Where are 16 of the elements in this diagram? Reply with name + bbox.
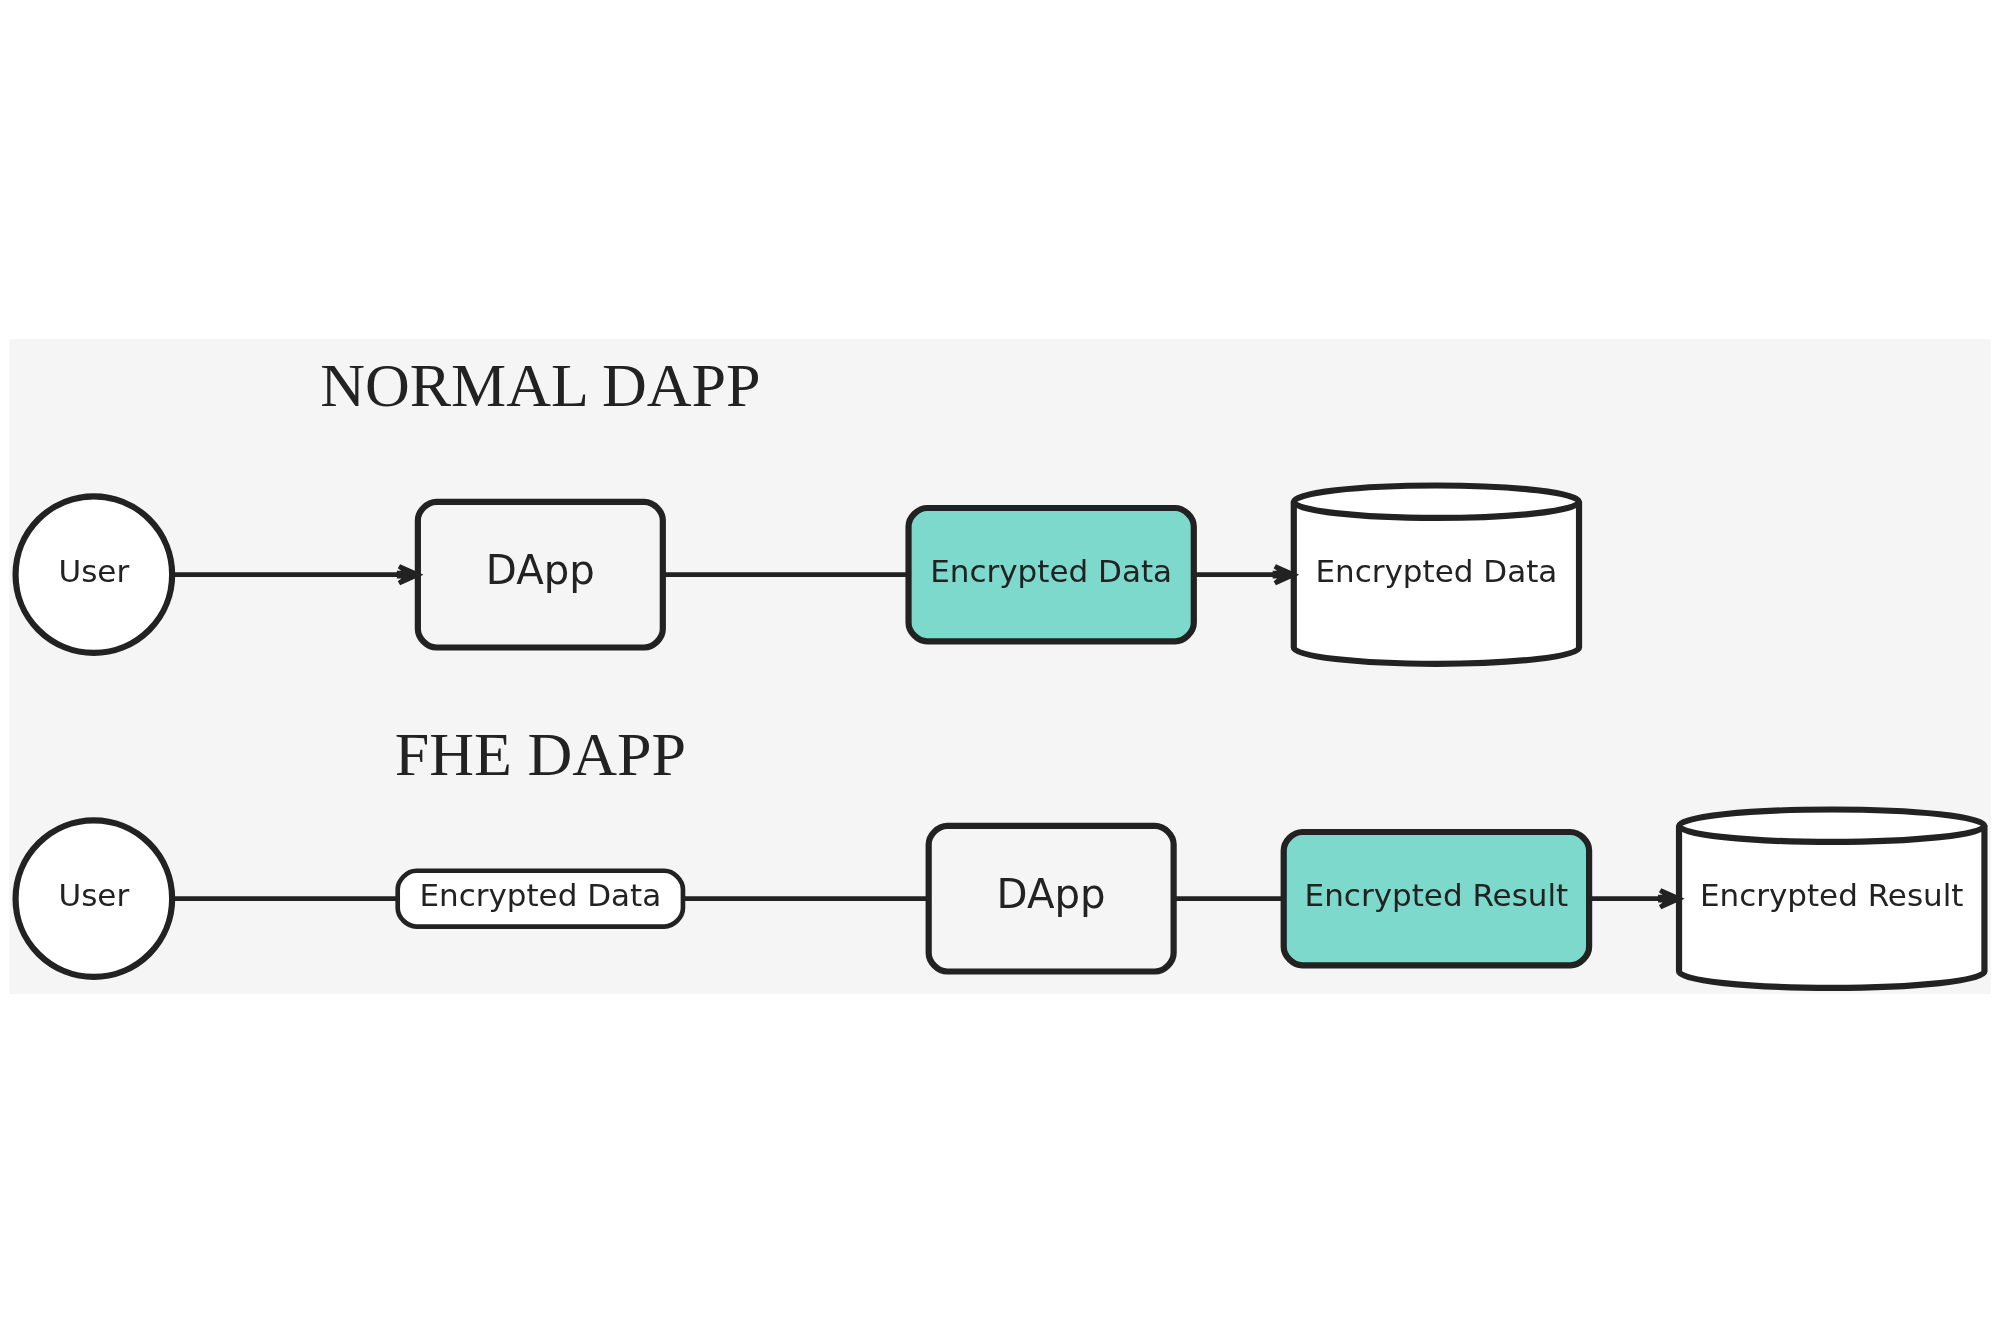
node-box: Encrypted Data bbox=[905, 504, 1197, 645]
node-box: DApp bbox=[925, 822, 1177, 975]
connector bbox=[172, 896, 398, 901]
node-box: Encrypted Result bbox=[1280, 828, 1593, 969]
connector bbox=[662, 572, 909, 577]
label: NORMAL DAPP bbox=[320, 350, 761, 419]
arrow bbox=[1193, 563, 1296, 586]
node-circle: User bbox=[12, 817, 176, 981]
connector bbox=[683, 896, 929, 901]
arrow bbox=[1589, 887, 1682, 910]
node-circle: User bbox=[12, 493, 176, 657]
node-box: DApp bbox=[414, 498, 666, 651]
connector bbox=[1174, 896, 1284, 901]
arrow bbox=[172, 563, 421, 586]
node-box: Encrypted Data bbox=[395, 868, 686, 929]
label: FHE DAPP bbox=[394, 719, 686, 788]
